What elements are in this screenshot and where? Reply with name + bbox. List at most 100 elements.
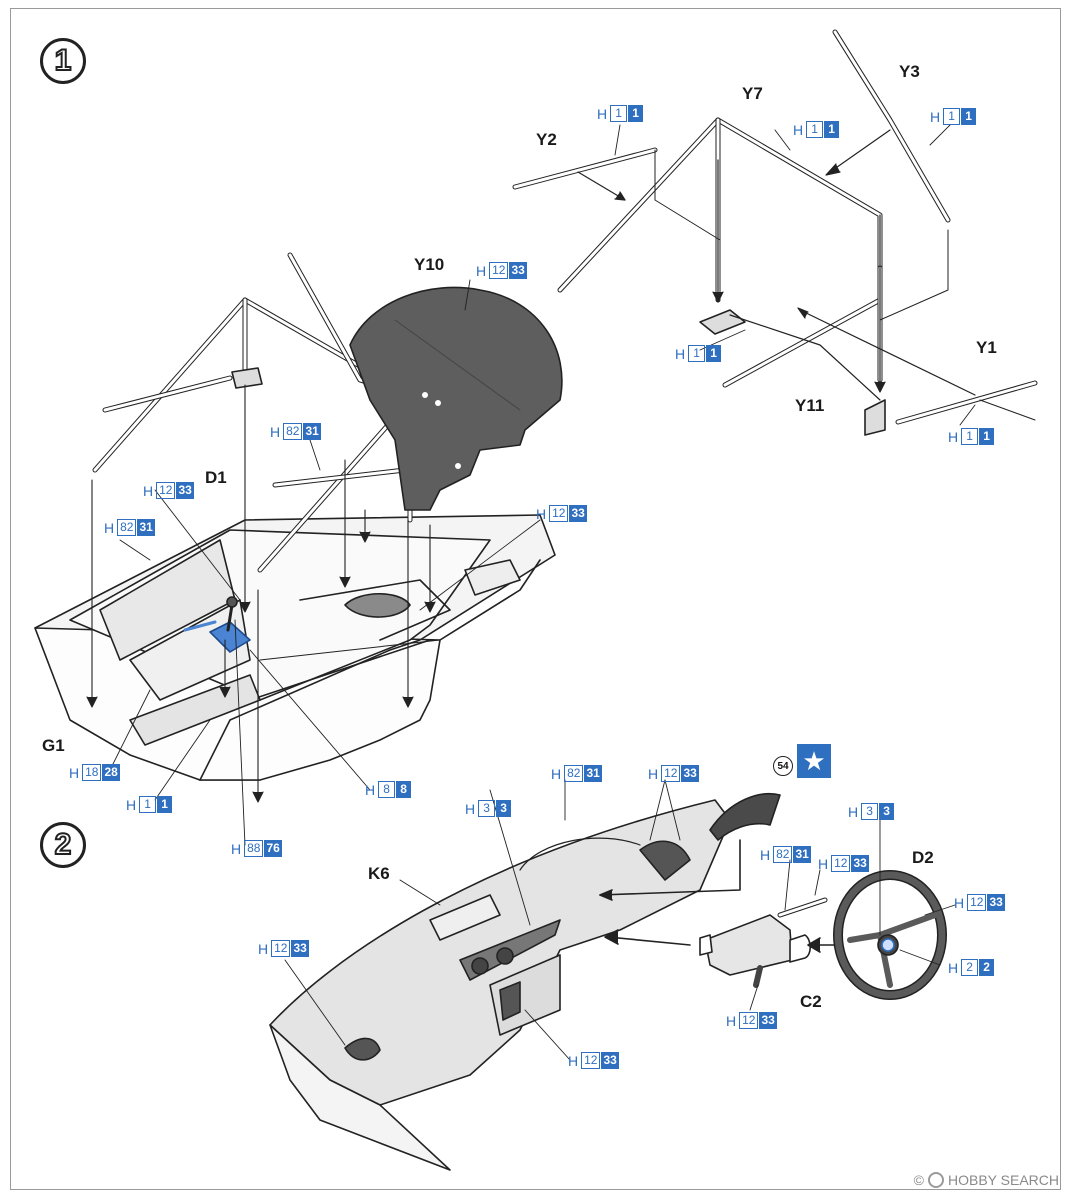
leader-lines <box>109 124 976 1061</box>
watermark-brand: HOBBY SEARCH <box>948 1172 1059 1188</box>
paint-number: 1 <box>628 105 644 122</box>
paint-code: 1 <box>961 428 979 445</box>
part-label-y3: Y3 <box>899 62 920 81</box>
paint-number: 28 <box>102 764 120 781</box>
steering-wheel-d2 <box>833 870 947 1000</box>
step1-arrows <box>577 129 976 396</box>
paint-code: 12 <box>831 855 851 872</box>
paint-number: 33 <box>569 505 587 522</box>
roll-cage-parts <box>512 29 1038 436</box>
paint-prefix: H <box>818 855 829 872</box>
star-icon: ★ <box>797 744 831 778</box>
paint-prefix: H <box>948 428 959 445</box>
paint-number: 1 <box>824 121 840 138</box>
paint-code: 1 <box>943 108 961 125</box>
paint-code: 8 <box>378 781 396 798</box>
part-label-y7: Y7 <box>742 84 763 103</box>
dashboard-k6 <box>269 799 731 1171</box>
part-label-d2: D2 <box>912 848 934 867</box>
paint-number: 2 <box>979 959 995 976</box>
paint-code: 18 <box>82 764 102 781</box>
paint-prefix: H <box>930 108 941 125</box>
paint-prefix: H <box>597 105 608 122</box>
seat-panel-y10 <box>349 286 563 511</box>
paint-code: 12 <box>549 505 569 522</box>
paint-code: 3 <box>478 800 496 817</box>
part-label-y2: Y2 <box>536 130 557 149</box>
paint-prefix: H <box>476 262 487 279</box>
step-two-badge: 2 <box>40 822 86 868</box>
paint-number: 1 <box>157 796 173 813</box>
part-label-k6: K6 <box>368 864 390 883</box>
paint-code: 82 <box>117 519 137 536</box>
decal-number: 54 <box>773 756 793 776</box>
paint-code: 3 <box>861 803 879 820</box>
paint-number: 33 <box>291 940 309 957</box>
paint-prefix: H <box>648 765 659 782</box>
paint-code: 12 <box>967 894 987 911</box>
paint-number: 3 <box>496 800 512 817</box>
paint-code: 12 <box>739 1012 759 1029</box>
paint-code: 12 <box>661 765 681 782</box>
paint-code: 12 <box>271 940 291 957</box>
paint-prefix: H <box>948 959 959 976</box>
paint-prefix: H <box>760 846 771 863</box>
part-label-y1: Y1 <box>976 338 997 357</box>
paint-prefix: H <box>551 765 562 782</box>
paint-code: 1 <box>139 796 157 813</box>
paint-prefix: H <box>365 781 376 798</box>
part-label-y11: Y11 <box>795 396 825 415</box>
part-label-g1: G1 <box>42 736 65 755</box>
paint-number: 1 <box>706 345 722 362</box>
paint-prefix: H <box>258 940 269 957</box>
paint-code: 88 <box>244 840 264 857</box>
paint-prefix: H <box>726 1012 737 1029</box>
copyright-symbol: © <box>913 1172 924 1188</box>
part-label-d1: D1 <box>205 468 227 487</box>
paint-prefix: H <box>270 423 281 440</box>
step-one-badge: 1 <box>40 38 86 84</box>
paint-number: 33 <box>681 765 699 782</box>
part-label-c2: C2 <box>800 992 822 1011</box>
step1-tub-arrows <box>86 384 436 803</box>
gauge-cluster <box>709 793 781 841</box>
paint-code: 12 <box>581 1052 601 1069</box>
paint-prefix: H <box>848 803 859 820</box>
paint-prefix: H <box>69 764 80 781</box>
paint-number: 1 <box>979 428 995 445</box>
page-frame <box>10 8 1061 1190</box>
paint-code: 1 <box>610 105 628 122</box>
paint-prefix: H <box>126 796 137 813</box>
paint-number: 33 <box>509 262 527 279</box>
paint-prefix: H <box>536 505 547 522</box>
paint-number: 8 <box>396 781 412 798</box>
paint-code: 82 <box>283 423 303 440</box>
paint-code: 12 <box>156 482 176 499</box>
paint-code: 1 <box>806 121 824 138</box>
paint-prefix: H <box>675 345 686 362</box>
paint-number: 33 <box>176 482 194 499</box>
paint-prefix: H <box>104 519 115 536</box>
